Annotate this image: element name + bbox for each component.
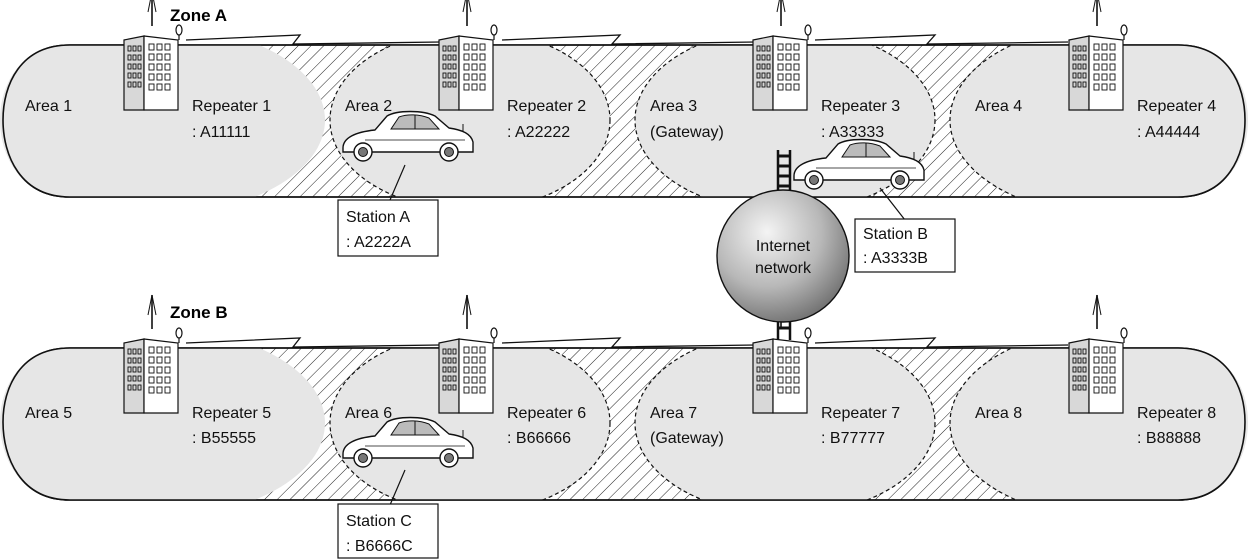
repeater-8-label: Repeater 8 <box>1137 405 1216 422</box>
station-b-label: Station B <box>863 226 928 243</box>
repeater-8-callsign: : B88888 <box>1137 430 1201 447</box>
radio-link <box>185 34 441 45</box>
area-1-coverage <box>0 45 325 197</box>
repeater-3-tower-icon <box>752 0 812 111</box>
zone-a-title: Zone A <box>170 6 227 25</box>
repeater-7-callsign: : B77777 <box>821 430 885 447</box>
area-1-label: Area 1 <box>25 98 72 115</box>
zone-a: Zone A Area 1 Area 2 Area 3 (Gateway) Ar… <box>0 0 1248 273</box>
station-a-callout <box>337 199 439 257</box>
radio-link <box>501 34 756 45</box>
area-3-label: Area 3 <box>650 98 697 115</box>
internet-globe-icon <box>716 189 850 323</box>
repeater-3-callsign: : A33333 <box>821 124 884 141</box>
area-8-label: Area 8 <box>975 405 1022 422</box>
station-b-callout <box>854 218 956 273</box>
station-c-callout <box>337 503 439 559</box>
repeater-8-tower-icon <box>1068 294 1128 414</box>
zone-b-title: Zone B <box>170 303 228 322</box>
station-b-callsign: : A3333B <box>863 250 928 267</box>
station-a-label: Station A <box>346 209 410 226</box>
repeater-7-label: Repeater 7 <box>821 405 900 422</box>
radio-link <box>501 337 756 348</box>
area-2-coverage <box>329 45 611 197</box>
area-5-coverage <box>0 348 325 500</box>
repeater-5-callsign: : B55555 <box>192 430 256 447</box>
internet-label-line1: Internet <box>756 238 811 255</box>
area-5-label: Area 5 <box>25 405 72 422</box>
repeater-1-label: Repeater 1 <box>192 98 271 115</box>
repeater-3-label: Repeater 3 <box>821 98 900 115</box>
area-6-coverage <box>329 348 611 500</box>
repeater-2-callsign: : A22222 <box>507 124 570 141</box>
radio-link <box>185 337 441 348</box>
area-4-label: Area 4 <box>975 98 1022 115</box>
repeater-6-label: Repeater 6 <box>507 405 586 422</box>
repeater-5-label: Repeater 5 <box>192 405 271 422</box>
area-7-coverage <box>634 348 936 500</box>
area-8-coverage <box>949 348 1248 500</box>
area-4-coverage <box>949 45 1248 197</box>
repeater-6-callsign: : B66666 <box>507 430 571 447</box>
area-3-gateway-note: (Gateway) <box>650 124 724 141</box>
internet-label-line2: network <box>755 260 812 277</box>
repeater-1-callsign: : A11111 <box>192 124 251 141</box>
repeater-2-tower-icon <box>438 0 498 111</box>
area-6-label: Area 6 <box>345 405 392 422</box>
radio-link <box>814 337 1069 348</box>
repeater-4-callsign: : A44444 <box>1137 124 1200 141</box>
station-c-label: Station C <box>346 513 412 530</box>
radio-link <box>814 34 1069 45</box>
repeater-4-tower-icon <box>1068 0 1128 111</box>
repeater-2-label: Repeater 2 <box>507 98 586 115</box>
station-c-callsign: : B6666C <box>346 538 413 555</box>
area-7-gateway-note: (Gateway) <box>650 430 724 447</box>
area-7-label: Area 7 <box>650 405 697 422</box>
repeater-4-label: Repeater 4 <box>1137 98 1216 115</box>
area-2-label: Area 2 <box>345 98 392 115</box>
repeater-6-tower-icon <box>438 294 498 414</box>
zone-b: Zone B Area 5 Area 6 Area 7 (Gateway) Ar… <box>0 294 1248 559</box>
station-a-callsign: : A2222A <box>346 234 411 251</box>
